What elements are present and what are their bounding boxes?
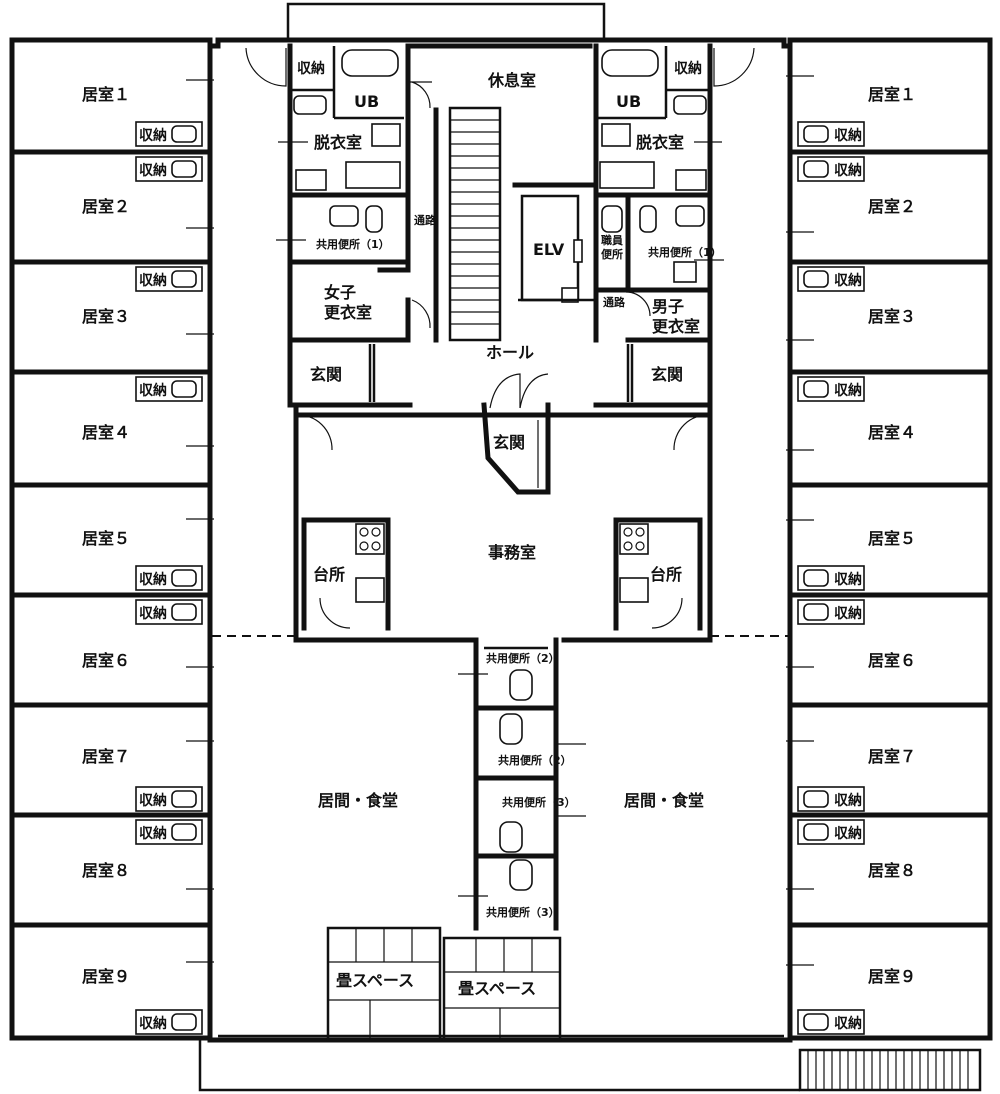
storage-label: 収納 [139,1015,167,1032]
room-label: 居室８ [868,861,916,880]
womens-locker-label: 更衣室 [324,303,372,322]
room-label: 居室８ [82,861,130,880]
office-block [293,402,713,643]
corridor-label: 通路 [603,295,626,309]
storage-label: 収納 [139,792,167,809]
mens-locker-label: 男子 [652,297,684,316]
room-label: 居室３ [868,307,916,326]
toilet-core [458,637,586,931]
left-room-column [9,37,213,1041]
shared-toilet-label: 共用便所（3） [486,905,560,919]
storage-label: 収納 [834,127,862,144]
storage-label: 収納 [834,382,862,399]
elevator-label: ELV [533,240,565,259]
central-staircase [448,106,502,342]
shared-toilet-label: 共用便所（2） [498,753,572,767]
kitchen-left [301,517,391,631]
room-label: 居室２ [82,197,130,216]
storage-labels: 収納 収納 収納 収納 収納 収納 収納 収納 収納 収納 収納 収納 収納 収… [139,60,862,1032]
room-label: 居室６ [82,651,130,670]
terrace-outline [198,1040,800,1092]
storage-label: 収納 [139,272,167,289]
room-label: 居室５ [82,529,130,548]
storage-label: 収納 [834,272,862,289]
living-dining-label: 居間・食堂 [624,791,704,810]
womens-locker-label: 女子 [324,283,356,302]
tatami-space-label: 畳スペース [458,979,536,998]
storage-label: 収納 [139,382,167,399]
tatami-space-left [326,926,442,1042]
right-room-column [787,37,993,1041]
room-label: 居室９ [868,967,916,986]
mens-locker-label: 更衣室 [652,317,700,336]
room-label: 居室１ [868,85,916,104]
shared-toilet-label: 共用便所（1） [316,237,390,251]
room-label: 居室９ [82,967,130,986]
right-room-labels: 居室１ 居室２ 居室３ 居室４ 居室５ 居室６ 居室７ 居室８ 居室９ [868,85,916,986]
shared-toilet-label: 共用便所（1） [648,245,722,259]
entrance-label: 玄関 [310,365,342,384]
unit-bath-label: UB [354,92,379,111]
entrance-label: 玄関 [651,365,683,384]
room-label: 居室３ [82,307,130,326]
right-service-block [593,43,755,408]
storage-label: 収納 [297,60,325,77]
stairs-step-box [798,1048,982,1092]
storage-label: 収納 [139,605,167,622]
kitchen-label: 台所 [650,565,682,584]
room-label: 居室２ [868,197,916,216]
office-label: 事務室 [488,543,536,562]
central-entrance [481,373,551,495]
kitchen-label: 台所 [313,565,345,584]
staff-toilet-label: 職員 [601,233,623,247]
room-label: 居室７ [868,747,916,766]
room-sink-icons [171,125,829,1031]
staff-toilet-label: 便所 [601,247,623,261]
changing-room-label: 脱衣室 [314,133,362,152]
room-label: 居室１ [82,85,130,104]
tatami-space-label: 畳スペース [336,971,414,990]
room-door-arrows [186,75,814,966]
room-label: 居室７ [82,747,130,766]
exterior-steps [807,1050,969,1090]
tatami-space-right [442,936,562,1042]
kitchen-right [613,517,703,631]
left-service-block [245,43,432,408]
storage-label: 収納 [139,825,167,842]
shared-toilet-label: 共用便所（2） [486,651,560,665]
unit-bath-label: UB [616,92,641,111]
storage-label: 収納 [834,605,862,622]
storage-label: 収納 [139,571,167,588]
entrance-label: 玄関 [493,433,525,452]
storage-label: 収納 [834,162,862,179]
entry-canopy [286,2,606,38]
room-label: 居室６ [868,651,916,670]
room-label: 居室４ [868,423,916,442]
storage-label: 収納 [674,60,702,77]
service-labels: UB UB 脱衣室 脱衣室 共用便所（1） 共用便所（1） 通路 通路 女子 更… [310,71,722,998]
storage-label: 収納 [834,792,862,809]
hall-label: ホール [486,343,534,362]
storage-label: 収納 [834,825,862,842]
corridor-label: 通路 [414,213,437,227]
living-dining-label: 居間・食堂 [318,791,398,810]
storage-label: 収納 [834,571,862,588]
left-room-labels: 居室１ 居室２ 居室３ 居室４ 居室５ 居室６ 居室７ 居室８ 居室９ [82,85,130,986]
changing-room-label: 脱衣室 [636,133,684,152]
lounge-elevator-block [409,43,599,343]
lounge-label: 休息室 [487,71,536,90]
room-label: 居室４ [82,423,130,442]
storage-label: 収納 [139,127,167,144]
shared-toilet-label: 共用便所（3） [502,795,576,809]
storage-label: 収納 [139,162,167,179]
storage-label: 収納 [834,1015,862,1032]
room-label: 居室５ [868,529,916,548]
